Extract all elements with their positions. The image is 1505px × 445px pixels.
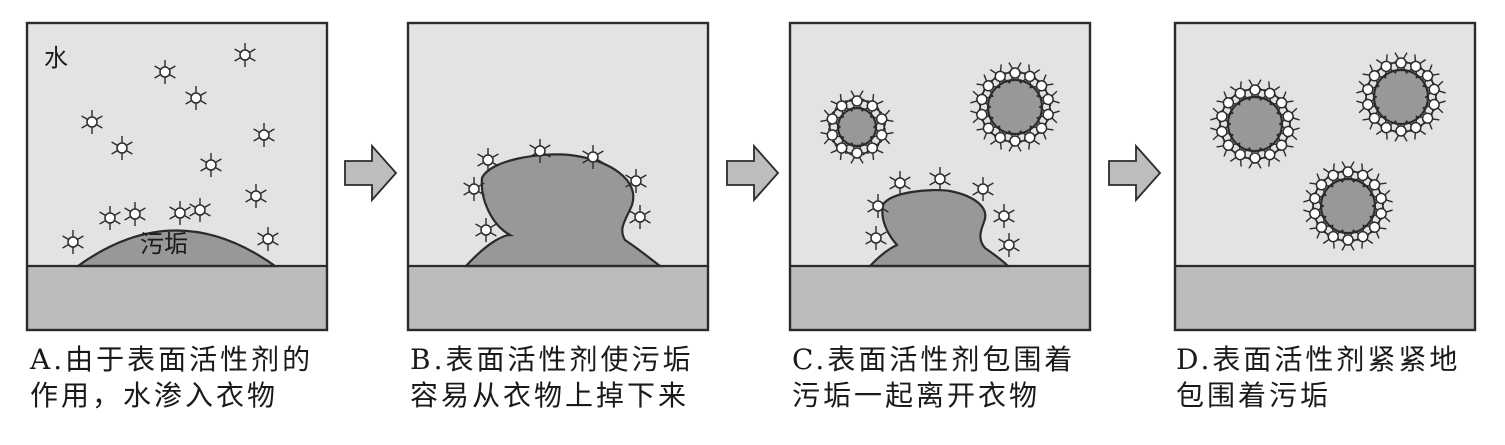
surfactant-molecule-icon	[257, 227, 279, 251]
surfactant-molecule-icon	[1362, 173, 1387, 197]
surfactant-molecule-icon	[253, 123, 275, 147]
panel-d-dirt-droplet-1	[1226, 95, 1284, 153]
right-arrow-icon	[726, 143, 780, 203]
surfactant-molecule-icon	[124, 202, 146, 226]
surfactant-molecule-icon	[929, 167, 951, 191]
panel-a-frame	[25, 21, 329, 332]
surfactant-molecule-icon	[99, 206, 121, 230]
surfactant-molecule-icon	[1404, 115, 1427, 140]
surfactant-molecule-icon	[861, 93, 884, 118]
surfactant-molecule-icon	[1369, 201, 1393, 226]
surfactant-molecule-icon	[463, 177, 485, 201]
surfactant-molecule-icon	[529, 139, 551, 163]
surfactant-molecule-icon	[889, 171, 911, 195]
panel-a-caption-line-2: 作用，水渗入衣物	[30, 379, 279, 412]
panel-b	[406, 21, 710, 332]
surfactant-molecule-icon	[993, 204, 1015, 228]
panel-d-frame	[1173, 21, 1477, 332]
panel-c-dirt-droplet-small	[836, 106, 878, 148]
surfactant-molecule-icon	[582, 145, 604, 169]
surfactant-molecule-icon	[629, 205, 651, 229]
surfactant-molecule-icon	[477, 148, 499, 172]
panel-b-caption-line-2: 容易从衣物上掉下来	[410, 379, 690, 412]
surfactant-molecule-icon	[234, 43, 256, 67]
panel-a-caption: A.由于表面活性剂的 作用，水渗入衣物	[30, 342, 360, 414]
panel-c-dirt	[867, 188, 1011, 268]
surfactant-molecule-icon	[111, 136, 133, 160]
surfactant-molecule-icon	[169, 201, 191, 225]
panel-d-caption-line-2: 包围着污垢	[1176, 379, 1332, 412]
panel-a-fabric	[27, 266, 327, 330]
surfactant-molecule-icon	[867, 194, 889, 218]
surfactant-molecule-icon	[81, 110, 103, 134]
panel-a-water	[27, 23, 327, 266]
panel-b-fabric	[408, 266, 708, 330]
surfactant-molecule-icon	[1422, 92, 1446, 117]
panel-d-dirt-droplet-3	[1319, 177, 1377, 235]
surfactant-molecule-icon	[1322, 163, 1345, 188]
panel-d-dirt-droplet-2	[1372, 68, 1430, 126]
panel-d-molecules	[1210, 52, 1446, 251]
panel-a-dirt-label: 污垢	[140, 230, 188, 258]
panel-b-frame	[406, 21, 710, 332]
surfactant-molecule-icon	[200, 153, 222, 177]
surfactant-molecule-icon	[189, 198, 211, 222]
surfactant-molecule-icon	[830, 136, 853, 161]
panel-a-dirt	[74, 229, 279, 268]
surfactant-molecule-icon	[861, 136, 884, 161]
surfactant-molecule-icon	[1018, 125, 1041, 150]
panel-a-caption-line-1: A.由于表面活性剂的	[30, 343, 314, 376]
panel-b-caption-line-1: B.表面活性剂使污垢	[410, 343, 694, 376]
right-arrow-icon	[344, 143, 398, 203]
panel-c-dirt-droplet-large	[986, 78, 1044, 136]
surfactant-molecule-icon	[1018, 64, 1041, 89]
surfactant-molecule-icon	[475, 218, 497, 242]
surfactant-molecule-icon	[1351, 224, 1374, 249]
panel-a: 水 污垢	[25, 21, 329, 332]
surfactant-molecule-icon	[1309, 173, 1334, 197]
surfactant-molecule-icon	[1029, 74, 1054, 98]
panel-d-caption: D.表面活性剂紧紧地 包围着污垢	[1176, 342, 1505, 414]
panel-a-molecules	[62, 43, 279, 254]
surfactant-molecule-icon	[185, 86, 207, 110]
panel-c-frame	[788, 21, 1092, 332]
surfactant-molecule-icon	[1216, 133, 1241, 157]
surfactant-molecule-icon	[972, 177, 994, 201]
surfactant-molecule-icon	[1303, 186, 1327, 211]
panel-c-caption: C.表面活性剂包围着 污垢一起离开衣物	[792, 342, 1122, 414]
surfactant-molecule-icon	[1356, 92, 1380, 117]
surfactant-molecule-icon	[625, 169, 647, 193]
surfactant-molecule-icon	[865, 226, 887, 250]
surfactant-molecule-icon	[1229, 81, 1252, 106]
surfactant-molecule-icon	[62, 230, 84, 254]
surfactant-molecule-icon	[1309, 215, 1334, 239]
surfactant-molecule-icon	[154, 60, 176, 84]
panel-a-water-label: 水	[44, 44, 68, 72]
panel-c-molecules	[820, 62, 1060, 257]
surfactant-molecule-icon	[1375, 54, 1398, 79]
panel-b-caption: B.表面活性剂使污垢 容易从衣物上掉下来	[410, 342, 740, 414]
surfactant-molecule-icon	[998, 233, 1020, 257]
panel-d-caption-line-1: D.表面活性剂紧紧地	[1176, 343, 1461, 376]
surfactant-molecule-icon	[989, 64, 1012, 89]
panel-c-caption-line-2: 污垢一起离开衣物	[792, 379, 1041, 412]
panel-c-caption-line-1: C.表面活性剂包围着	[792, 343, 1076, 376]
panel-d-fabric	[1175, 266, 1475, 330]
surfactant-molecule-icon	[245, 184, 267, 208]
panel-c-fabric	[790, 266, 1090, 330]
surfactant-molecule-icon	[869, 123, 894, 147]
panel-c	[788, 21, 1092, 332]
panel-b-molecules	[463, 139, 651, 242]
panel-d	[1173, 21, 1477, 332]
right-arrow-icon	[1108, 143, 1162, 203]
surfactant-molecule-icon	[830, 93, 853, 118]
panel-b-dirt	[463, 153, 664, 268]
